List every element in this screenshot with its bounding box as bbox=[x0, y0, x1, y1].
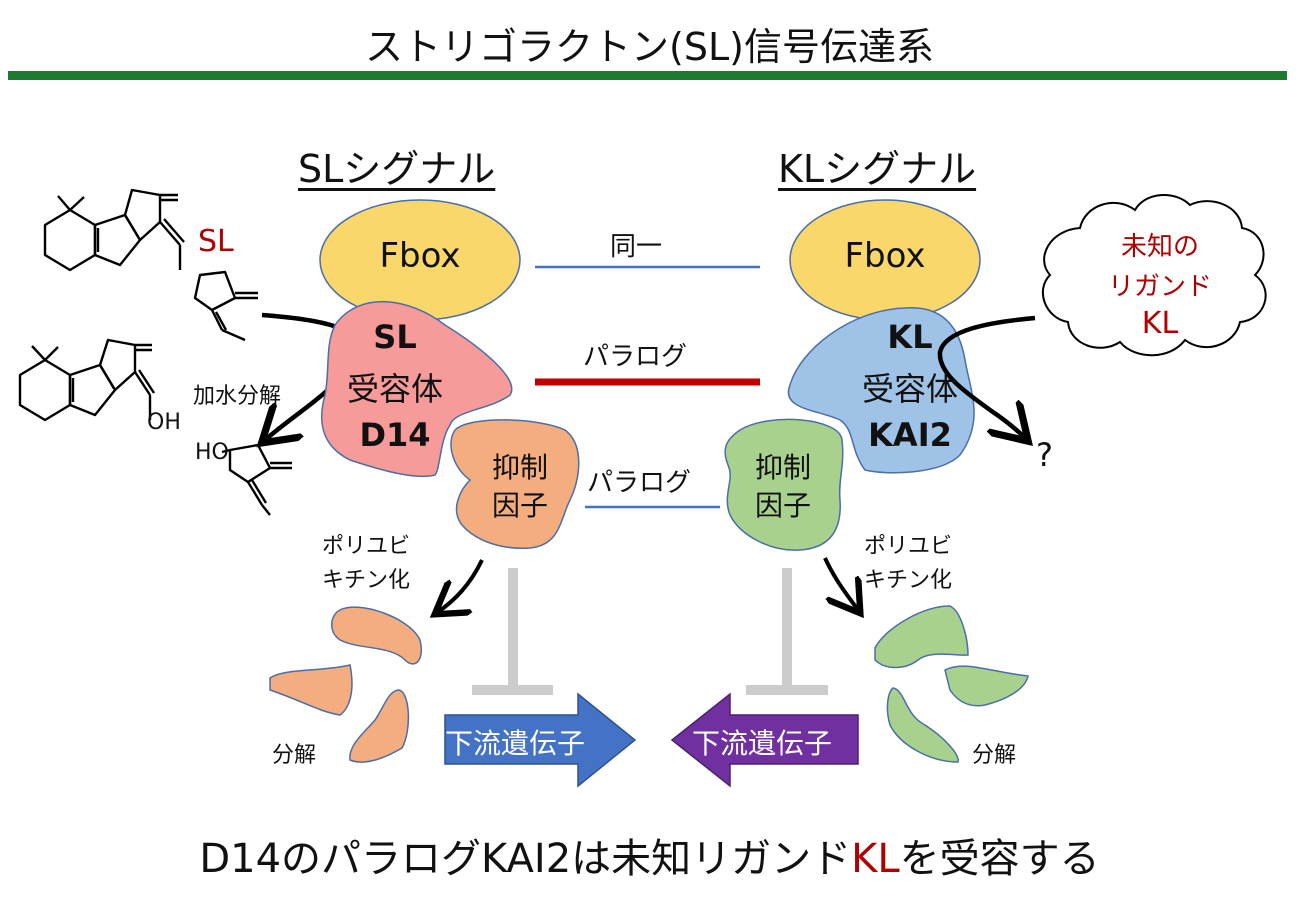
kai2-receptor-shape bbox=[787, 307, 975, 474]
kl-ubiquitin-arrow bbox=[823, 557, 858, 610]
unknown-ligand-cloud bbox=[1041, 193, 1267, 357]
kl-degradation-label: 分解 bbox=[972, 743, 1017, 768]
kai2-label-receptor: 受容体 bbox=[861, 370, 958, 408]
repressor-relation-label: パラログ bbox=[587, 468, 692, 498]
conclusion-part-1: D14のパラログKAI2は bbox=[199, 836, 612, 882]
d14-label-name: D14 bbox=[359, 416, 431, 454]
kl-degraded-fragments bbox=[874, 605, 1029, 763]
d14-receptor-shape bbox=[320, 301, 513, 478]
sl-signal-heading: SLシグナル bbox=[298, 147, 496, 191]
kl-signal-heading: KLシグナル bbox=[778, 147, 977, 191]
sl-downstream-arrow-shape bbox=[444, 692, 637, 788]
d14-label-ligand: SL bbox=[373, 318, 417, 356]
kl-ubiquitin-label-2: キチン化 bbox=[864, 568, 953, 593]
conclusion-part-2: 未知リガンド bbox=[611, 836, 852, 882]
kl-fragment-3 bbox=[886, 687, 959, 763]
kl-ubiquitin-label-1: ポリユビ bbox=[864, 534, 953, 559]
cloud-label-3: KL bbox=[1141, 306, 1179, 341]
conclusion-part-3: KL bbox=[851, 836, 900, 882]
sl-degraded-fragments bbox=[269, 606, 422, 763]
d14-label-receptor: 受容体 bbox=[346, 370, 443, 408]
chem-oh-label: OH bbox=[147, 410, 181, 435]
strigolactone-structure bbox=[43, 188, 258, 342]
sl-inhibition-bar bbox=[472, 568, 553, 695]
sl-ubiquitin-label-2: キチン化 bbox=[322, 568, 411, 593]
kl-fbox-label: Fbox bbox=[844, 236, 926, 276]
kl-downstream-label: 下流遺伝子 bbox=[692, 727, 833, 760]
conclusion-text: D14のパラログKAI2は未知リガンドKLを受容する bbox=[0, 826, 1299, 884]
sl-ubiquitin-label-1: ポリユビ bbox=[322, 534, 411, 559]
hydrolysis-product-structure bbox=[18, 338, 292, 516]
kl-inhibition-bar bbox=[746, 568, 828, 695]
kl-repressor-label-2: 因子 bbox=[754, 489, 811, 522]
sl-degradation-label: 分解 bbox=[272, 743, 317, 768]
hydrolysis-label: 加水分解 bbox=[193, 384, 282, 409]
cloud-label-2: リガンド bbox=[1107, 272, 1212, 302]
kai2-label-name: KAI2 bbox=[868, 416, 952, 454]
sl-repressor-label-2: 因子 bbox=[491, 489, 548, 522]
kl-binding-arrow bbox=[937, 315, 1036, 438]
sl-ligand-label: SL bbox=[198, 224, 234, 259]
sl-fbox-label: Fbox bbox=[379, 236, 461, 276]
sl-fragment-1 bbox=[331, 606, 422, 665]
cloud-label-1: 未知の bbox=[1120, 232, 1199, 262]
kl-repressor-label-1: 抑制 bbox=[754, 451, 811, 484]
unknown-mark: ? bbox=[1036, 436, 1053, 474]
sl-repressor-label-1: 抑制 bbox=[491, 451, 548, 484]
kl-fragment-1 bbox=[874, 605, 969, 669]
kl-repressor-shape bbox=[724, 418, 844, 551]
receptor-relation-label: パラログ bbox=[583, 342, 688, 372]
sl-fragment-3 bbox=[349, 689, 410, 763]
kl-downstream-arrow-shape bbox=[670, 692, 859, 788]
sl-fragment-2 bbox=[269, 664, 353, 716]
chem-ho-label: HO bbox=[195, 440, 229, 465]
title-rule bbox=[8, 71, 1287, 80]
kl-fragment-2 bbox=[944, 665, 1029, 707]
kai2-label-ligand: KL bbox=[887, 318, 933, 356]
page-title: ストリゴラクトン(SL)信号伝達系 bbox=[365, 25, 934, 69]
sl-repressor-shape bbox=[450, 419, 580, 549]
sl-downstream-label: 下流遺伝子 bbox=[445, 727, 586, 760]
sl-ubiquitin-arrow bbox=[438, 559, 484, 612]
fbox-relation-label: 同一 bbox=[610, 232, 663, 262]
conclusion-part-4: を受容する bbox=[899, 836, 1100, 882]
